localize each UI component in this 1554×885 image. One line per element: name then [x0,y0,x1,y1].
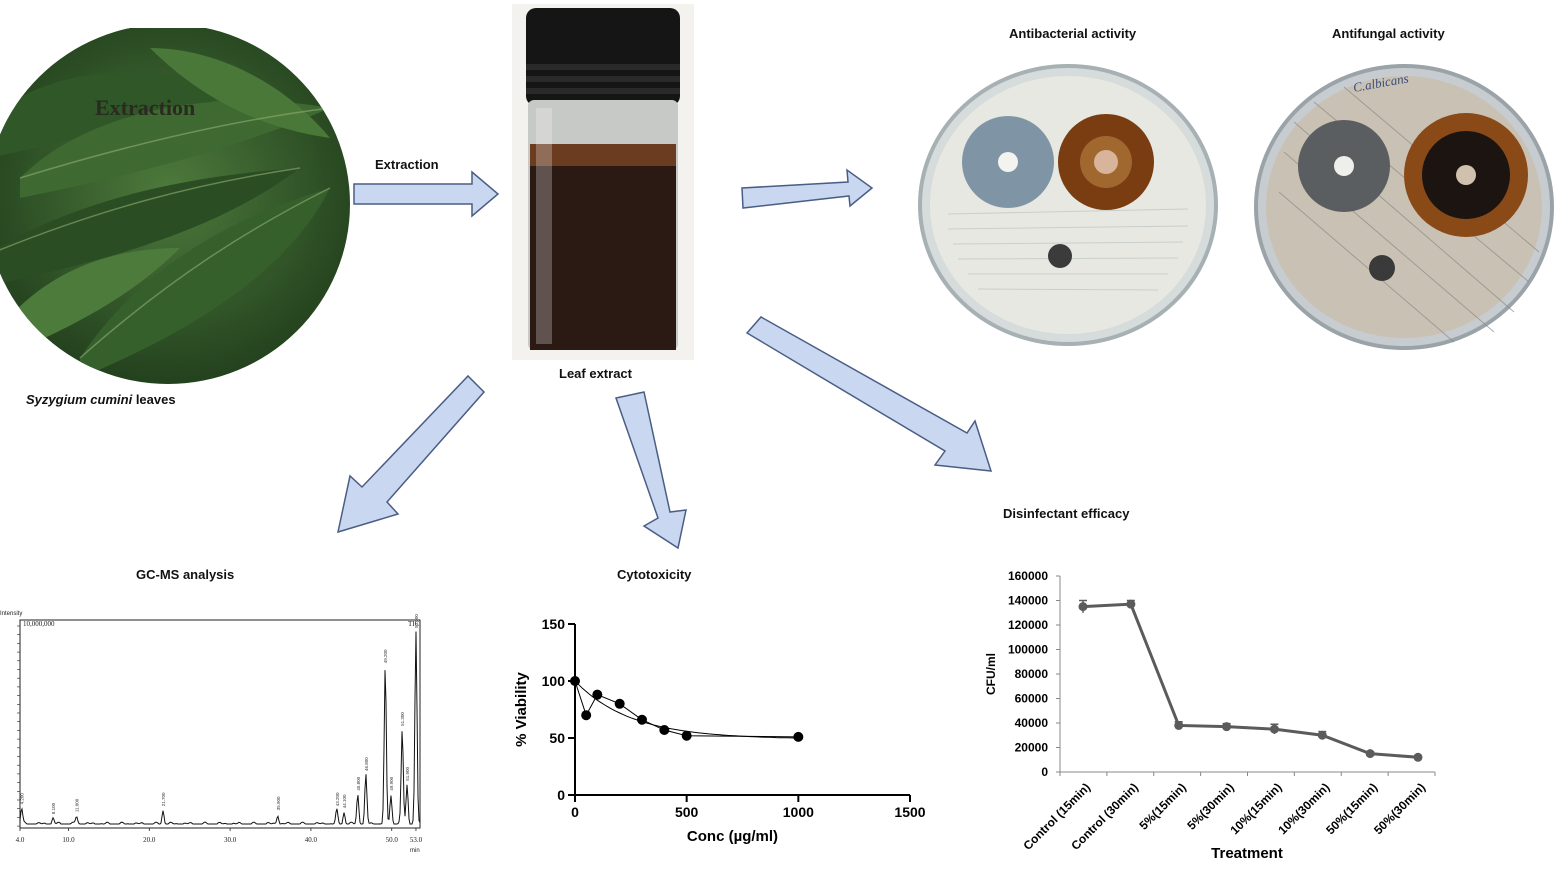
cyto-data-point [681,730,692,741]
cyto-x-tick-label: 500 [675,804,699,820]
gcms-peak-label: 4.200 [20,793,25,805]
dis-data-point [1078,602,1088,612]
disinfectant-title: Disinfectant efficacy [1003,506,1130,521]
dis-y-tick-label: 60000 [1015,692,1049,706]
cyto-data-point [592,689,603,700]
gcms-trace [19,631,421,825]
dis-category-label: 50%(30min) [1371,780,1428,837]
gcms-peak-label: 49.200 [383,649,388,663]
syzygium-leaves-photo: Extraction [0,28,350,384]
gcms-peak-label: 8.100 [51,802,56,814]
gcms-x-tick-label: 30.0 [224,836,237,844]
gcms-peak-label: 21.700 [161,792,166,806]
extraction-arrow [353,170,500,218]
dis-data-point [1365,749,1375,759]
gcms-title: GC-MS analysis [136,567,235,582]
leaves-caption: Syzygium cumini leaves [26,392,176,407]
cyto-x-tick-label: 1000 [783,804,814,820]
arrow-to-gcms [337,374,486,534]
cyto-x-tick-label: 1500 [894,804,925,820]
cytotoxicity-title: Cytotoxicity [617,567,692,582]
dis-ylabel: CFU/ml [984,653,998,695]
dis-data-point [1413,752,1423,762]
gcms-x-tick-label: 50.0 [386,836,399,844]
gcms-peak-label: 51.900 [405,767,410,781]
extraction-overlay-text: Extraction [95,95,195,120]
gcms-peak-label: 11.000 [75,798,80,812]
cyto-y-tick-label: 150 [542,616,566,632]
dis-y-tick-label: 40000 [1015,716,1049,730]
antifungal-plate: C.albicans [1254,64,1554,350]
gcms-tic-label: TIC [408,620,420,628]
cyto-ylabel: % Viability [513,671,530,746]
leaves-word: leaves [132,392,176,407]
cyto-y-tick-label: 0 [557,787,565,803]
gcms-peak-label: 46.800 [364,757,369,771]
dis-y-tick-label: 140000 [1008,594,1048,608]
dis-data-point [1269,724,1279,734]
gcms-ylabel: Intensity [0,611,22,617]
species-name: Syzygium cumini [26,392,133,407]
extraction-arrow-label: Extraction [375,157,439,172]
arrow-to-plates [741,168,874,209]
leaf-extract-label: Leaf extract [559,366,632,381]
cyto-y-tick-label: 100 [542,673,566,689]
gcms-x-tick-label: 20.0 [143,836,156,844]
cyto-data-point [793,731,804,742]
dis-y-tick-label: 160000 [1008,569,1048,583]
gcms-x-tick-label: 4.0 [16,836,25,844]
cyto-xlabel: Conc (µg/ml) [687,828,778,845]
dis-category-label: 5%(15min) [1136,780,1188,832]
dis-y-tick-label: 0 [1041,765,1048,779]
leaf-extract-vial [512,4,694,360]
dis-y-tick-label: 100000 [1008,643,1048,657]
dis-data-point [1174,720,1184,730]
dis-data-point [1317,730,1327,740]
gcms-peak-label: 51.300 [400,712,405,726]
antifungal-title: Antifungal activity [1332,26,1445,41]
gcms-scale-label: 10,000,000 [23,620,55,628]
dis-xlabel: Treatment [1211,845,1283,862]
cyto-connect-line [574,680,799,738]
gcms-peak-label: 53.000 [414,614,419,628]
dis-y-tick-label: 120000 [1008,618,1048,632]
cyto-y-tick-label: 50 [549,730,565,746]
dis-series-line [1082,602,1419,759]
gcms-peak-label: 49.900 [389,776,394,790]
gcms-x-tick-label: 40.0 [305,836,318,844]
gcms-x-tick-label: 10.0 [62,836,75,844]
cyto-fit-curve [574,680,799,739]
dis-data-point [1222,722,1232,732]
gcms-peak-label: 35.900 [276,796,281,810]
dis-data-point [1126,599,1136,609]
gcms-peak-label: 45.800 [356,776,361,790]
antibacterial-title: Antibacterial activity [1009,26,1137,41]
cyto-data-point [637,714,647,725]
cyto-x-tick-label: 0 [571,804,579,820]
arrow-to-cytotoxicity [615,391,687,550]
cyto-data-point [659,725,670,736]
antibacterial-plate [918,64,1218,346]
dis-y-tick-label: 20000 [1015,741,1049,755]
gcms-x-tick-label: 53.0 [410,836,423,844]
gcms-peak-label: 43.200 [335,792,340,806]
gcms-x-unit: min [410,848,420,854]
dis-y-tick-label: 80000 [1015,667,1049,681]
cyto-data-point [614,698,625,709]
arrow-to-disinfectant [745,316,993,472]
gcms-frame [19,619,421,829]
gcms-peak-label: 44.100 [342,794,347,808]
disinfectant-chart: 0 20000 40000 60000 80000 100000 120000 140000 1… [984,569,1436,862]
cyto-data-point [570,676,580,686]
cyto-data-point [581,710,592,721]
